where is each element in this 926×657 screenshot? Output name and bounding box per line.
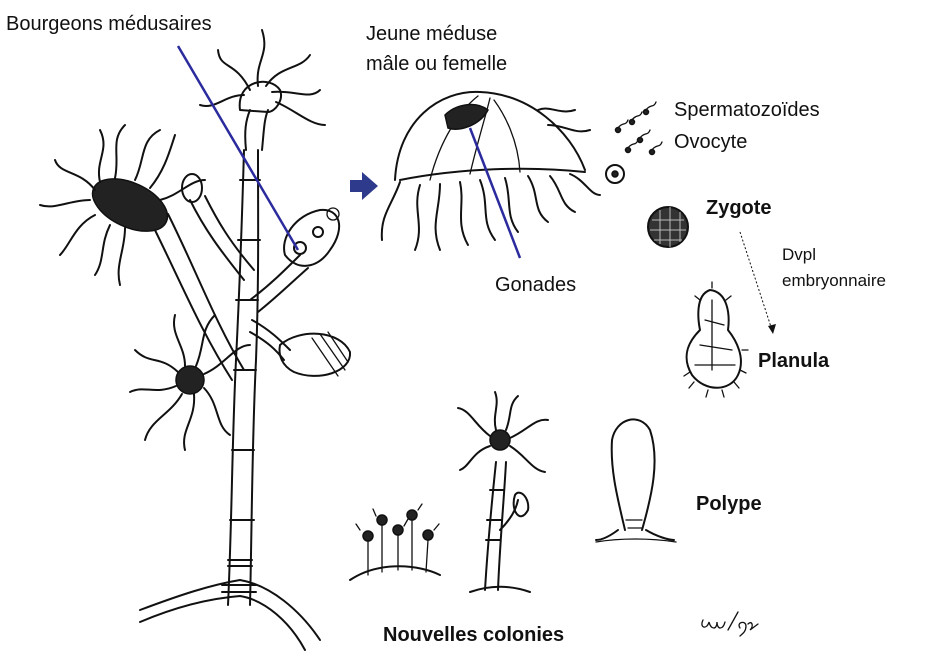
polype (595, 418, 677, 543)
planula (683, 281, 749, 398)
development-arrowhead (768, 324, 776, 334)
young-medusa (380, 90, 601, 251)
planula-label: Planula (758, 350, 830, 372)
gonades-label: Gonades (495, 274, 577, 296)
gonades-pointer-line (468, 127, 522, 259)
nouvelles-colonies-label: Nouvelles colonies (383, 624, 565, 646)
zygote-label: Zygote (706, 197, 772, 219)
jeune-meduse-label-line2: mâle ou femelle (366, 53, 508, 75)
release-arrow (350, 172, 378, 200)
zygote (647, 206, 689, 248)
development-arrow-line (739, 231, 773, 331)
artist-signature (701, 611, 759, 637)
jeune-meduse-label-line1: Jeune méduse (366, 23, 498, 45)
bourgeons-medusaires-label: Bourgeons médusaires (6, 13, 212, 35)
ovocyte-label: Ovocyte (674, 131, 748, 153)
gametes (605, 101, 663, 184)
polype-label: Polype (696, 493, 762, 515)
hydroid-colony (39, 29, 352, 651)
spermatozoides-label: Spermatozoïdes (674, 99, 820, 121)
medium-colony (457, 391, 549, 593)
bourgeons-pointer-line (176, 45, 300, 251)
dvpl-label-line1: Dvpl (782, 245, 817, 264)
dvpl-label-line2: embryonnaire (782, 271, 886, 290)
small-colony (349, 503, 441, 581)
